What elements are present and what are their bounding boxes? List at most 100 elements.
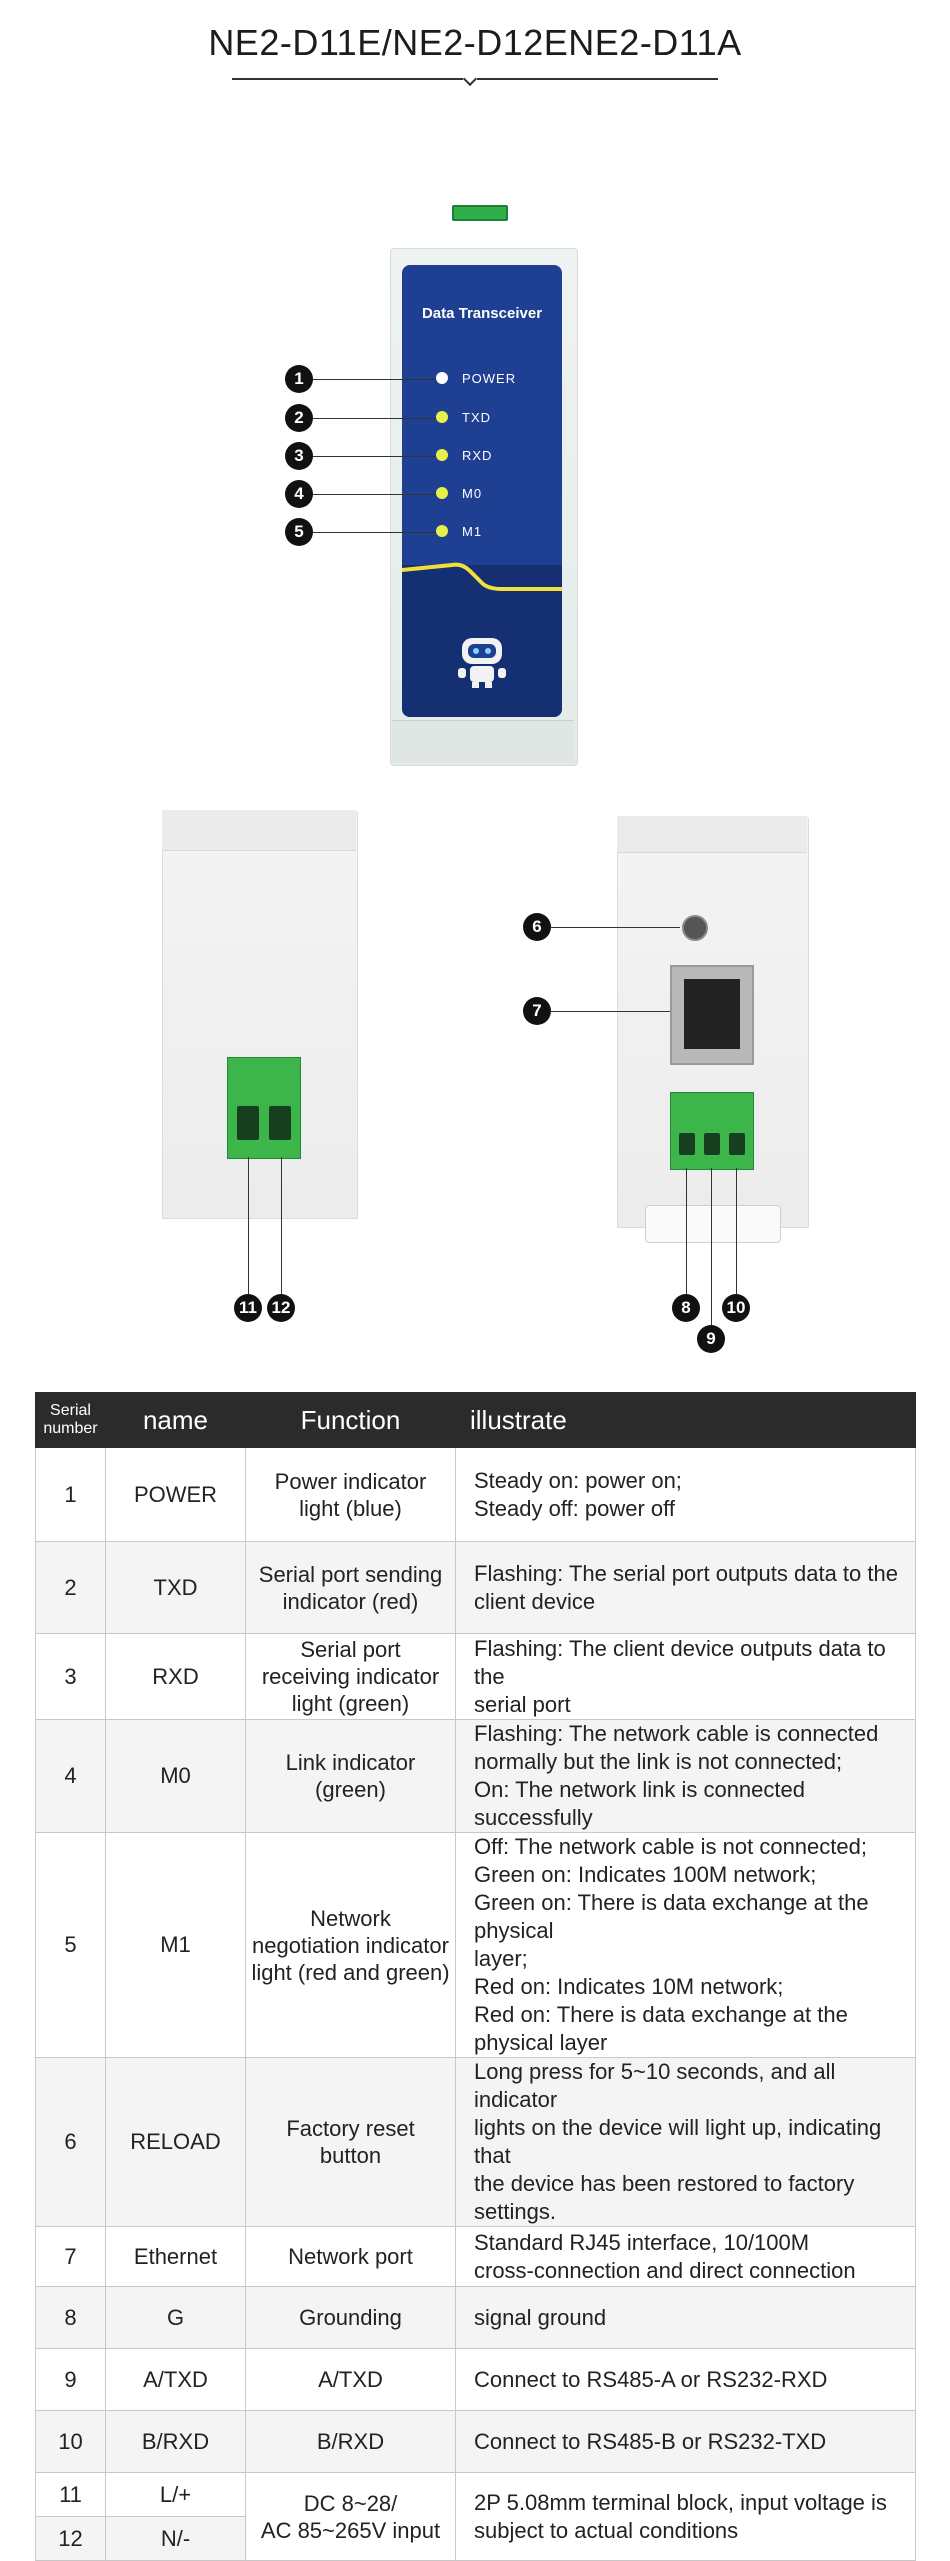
cell-serial: 2 (35, 1541, 106, 1634)
device-side-top (162, 810, 356, 851)
cell-name: POWER (105, 1447, 246, 1542)
top-terminal-connector (452, 205, 508, 221)
cell-illustrate: Flashing: The client device outputs data… (455, 1633, 916, 1720)
callout-line-11 (248, 1157, 249, 1294)
cell-illustrate: Off: The network cable is not connected;… (455, 1832, 916, 2058)
led-power-indicator (436, 372, 448, 384)
cell-serial: 6 (35, 2057, 106, 2227)
terminal-slot (237, 1106, 259, 1140)
table-row: 6 RELOAD Factory reset button Long press… (35, 2057, 916, 2227)
cell-name: RXD (105, 1633, 246, 1720)
page-title: NE2-D11E/NE2-D12ENE2-D11A (208, 22, 742, 63)
terminal-slot (679, 1133, 695, 1155)
cell-name: B/RXD (105, 2410, 246, 2473)
panel-accent-stripe (402, 562, 562, 591)
cell-function: Grounding (245, 2286, 456, 2349)
header-illustrate: illustrate (455, 1392, 916, 1448)
cell-function: Serial port receiving indicator light (g… (245, 1633, 456, 1720)
callout-line-10 (736, 1168, 737, 1294)
cell-serial: 4 (35, 1719, 106, 1833)
cell-serial: 8 (35, 2286, 106, 2349)
cell-function: A/TXD (245, 2348, 456, 2411)
callout-line-2 (312, 418, 436, 419)
callout-badge-10: 10 (722, 1294, 750, 1322)
table-row: 9 A/TXD A/TXD Connect to RS485-A or RS23… (35, 2348, 916, 2411)
cell-serial: 3 (35, 1633, 106, 1720)
callout-line-7 (551, 1011, 670, 1012)
cell-illustrate: Connect to RS485-A or RS232-RXD (455, 2348, 916, 2411)
table-row: 5 M1 Network negotiation indicator light… (35, 1832, 916, 2058)
callout-badge-9: 9 (697, 1325, 725, 1353)
rj45-socket (684, 979, 740, 1049)
spec-table: Serial number name Function illustrate 1… (35, 1392, 916, 2561)
cell-serial: 11 (35, 2472, 106, 2517)
cell-illustrate: Steady on: power on; Steady off: power o… (455, 1447, 916, 1542)
cell-function: Serial port sending indicator (red) (245, 1541, 456, 1634)
table-row: 4 M0 Link indicator (green) Flashing: Th… (35, 1719, 916, 1833)
callout-badge-1: 1 (285, 365, 313, 393)
callout-line-9 (711, 1168, 712, 1325)
callout-line-4 (312, 494, 436, 495)
cell-function: Link indicator (green) (245, 1719, 456, 1833)
cell-function: Factory reset button (245, 2057, 456, 2227)
callout-badge-8: 8 (672, 1294, 700, 1322)
cell-function: Network negotiation indicator light (red… (245, 1832, 456, 2058)
cell-name: RELOAD (105, 2057, 246, 2227)
cell-serial: 5 (35, 1832, 106, 2058)
cell-name: M1 (105, 1832, 246, 2058)
led-label-txd: TXD (462, 410, 491, 425)
reload-button[interactable] (682, 915, 708, 941)
ethernet-port (670, 965, 754, 1065)
table-header-row: Serial number name Function illustrate (35, 1392, 916, 1448)
callout-badge-6: 6 (523, 913, 551, 941)
led-label-power: POWER (462, 371, 517, 386)
cell-name: M0 (105, 1719, 246, 1833)
cell-name: A/TXD (105, 2348, 246, 2411)
cell-illustrate: Long press for 5~10 seconds, and all ind… (455, 2057, 916, 2227)
led-m1-indicator (436, 525, 448, 537)
panel-label: Data Transceiver (421, 305, 543, 322)
callout-line-6 (551, 927, 680, 928)
terminal-slot (269, 1106, 291, 1140)
table-row: 2 TXD Serial port sending indicator (red… (35, 1541, 916, 1634)
cell-illustrate: Standard RJ45 interface, 10/100M cross-c… (455, 2226, 916, 2287)
table-row: 11 L/+ DC 8~28/ AC 85~265V input 2P 5.08… (35, 2472, 916, 2561)
header-function: Function (245, 1392, 456, 1448)
power-terminal-block (227, 1057, 301, 1159)
led-label-rxd: RXD (462, 448, 493, 463)
led-txd-indicator (436, 411, 448, 423)
cell-illustrate: 2P 5.08mm terminal block, input voltage … (455, 2472, 916, 2561)
robot-icon (458, 638, 506, 688)
callout-badge-7: 7 (523, 997, 551, 1025)
callout-line-3 (312, 456, 436, 457)
callout-line-8 (686, 1168, 687, 1294)
table-row: 8 G Grounding signal ground (35, 2286, 916, 2349)
table-row: 1 POWER Power indicator light (blue) Ste… (35, 1447, 916, 1542)
header-name: name (105, 1392, 246, 1448)
cell-name: N/- (105, 2516, 246, 2561)
led-m0-indicator (436, 487, 448, 499)
led-label-m0: M0 (462, 486, 483, 501)
device-back-top (617, 816, 807, 853)
callout-line-5 (312, 532, 436, 533)
callout-line-12 (281, 1157, 282, 1294)
chevron-down-icon (463, 74, 477, 88)
cell-function: Network port (245, 2226, 456, 2287)
callout-badge-4: 4 (285, 480, 313, 508)
device-back-foot (645, 1205, 781, 1243)
header-serial-number: Serial number (35, 1392, 106, 1448)
callout-badge-2: 2 (285, 404, 313, 432)
cell-name: Ethernet (105, 2226, 246, 2287)
cell-name: G (105, 2286, 246, 2349)
callout-badge-3: 3 (285, 442, 313, 470)
cell-name: TXD (105, 1541, 246, 1634)
cell-function: DC 8~28/ AC 85~265V input (245, 2472, 456, 2561)
callout-badge-5: 5 (285, 518, 313, 546)
callout-line-1 (312, 379, 436, 380)
cell-function: Power indicator light (blue) (245, 1447, 456, 1542)
cell-function: B/RXD (245, 2410, 456, 2473)
led-rxd-indicator (436, 449, 448, 461)
signal-terminal-block (670, 1092, 754, 1170)
table-row: 7 Ethernet Network port Standard RJ45 in… (35, 2226, 916, 2287)
callout-badge-11: 11 (234, 1294, 262, 1322)
